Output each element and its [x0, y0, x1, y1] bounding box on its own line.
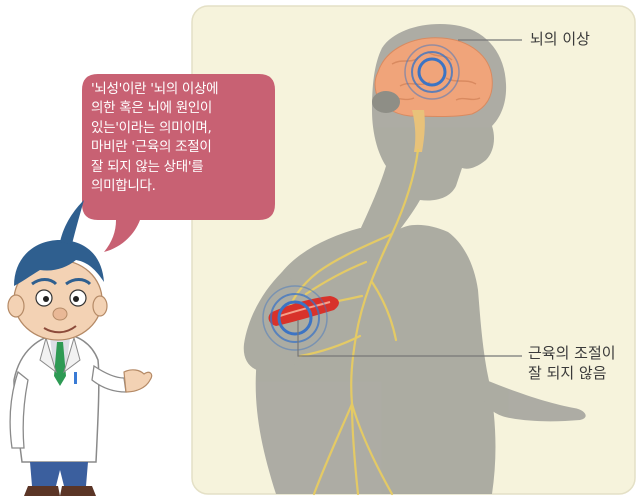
speech-line-4: 마비란 '근육의 조절이	[91, 138, 275, 157]
speech-line-2: 의한 혹은 뇌에 원인이	[91, 99, 275, 118]
speech-line-1: '뇌성'이란 '뇌의 이상에	[91, 80, 275, 99]
doctor-character-icon	[8, 200, 152, 496]
brain-abnormality-label: 뇌의 이상	[530, 29, 590, 49]
muscle-control-label-line-2: 잘 되지 않음	[528, 363, 616, 383]
speech-line-6: 의미합니다.	[91, 177, 275, 196]
muscle-control-label: 근육의 조절이 잘 되지 않음	[528, 343, 616, 383]
speech-line-5: 잘 되지 않는 상태'를	[91, 158, 275, 177]
speech-line-3: 있는'이라는 의미이며,	[91, 119, 275, 138]
speech-bubble-text: '뇌성'이란 '뇌의 이상에 의한 혹은 뇌에 원인이 있는'이라는 의미이며,…	[91, 80, 275, 196]
muscle-control-label-line-1: 근육의 조절이	[528, 343, 616, 363]
